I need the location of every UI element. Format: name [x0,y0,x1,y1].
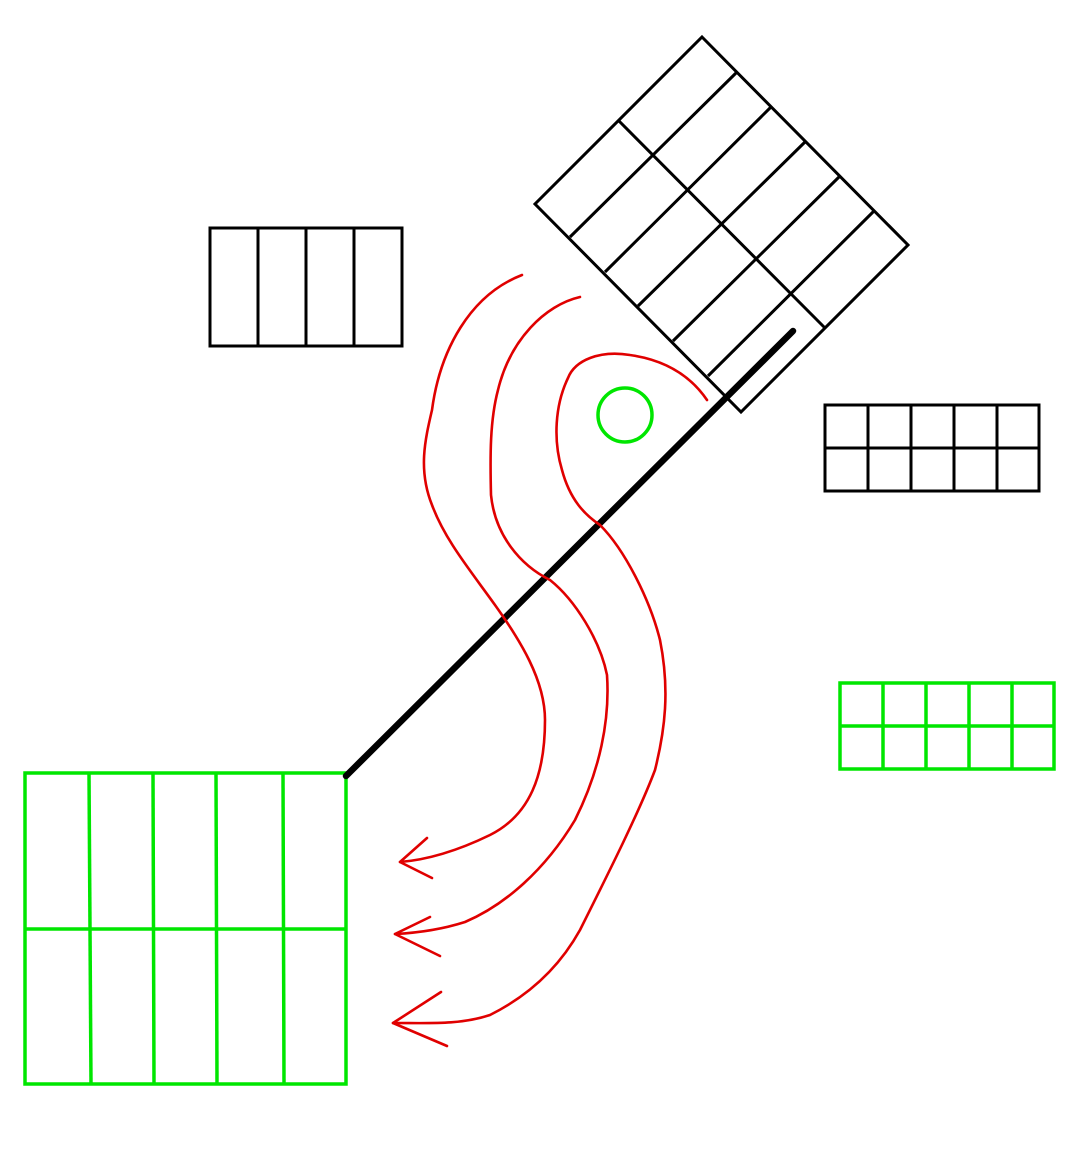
flow-arrow-3 [391,352,709,1025]
grid-line [671,174,842,343]
grid-line [706,209,876,378]
grid-line [214,772,219,1085]
grid-right [823,403,1041,493]
flow-arrowhead-1 [398,836,434,880]
flow-arrow-2 [393,295,609,936]
flow-arrow-1 [398,273,547,864]
grid-line [151,772,156,1085]
grid-green-right [838,681,1056,771]
green-circle-marker [596,386,654,444]
grid-rotated [532,34,911,415]
grid-line [568,70,739,239]
flow-arrowhead-3 [391,990,449,1048]
grid-line [603,105,773,274]
grid-line [87,772,93,1085]
grid-line [281,772,286,1085]
flow-arrows [391,273,709,1048]
grid-green-large [23,771,348,1086]
grid-top-left [208,226,404,348]
flow-arrowhead-2 [393,915,442,958]
divider-line [342,327,797,780]
grid-line [636,139,808,308]
